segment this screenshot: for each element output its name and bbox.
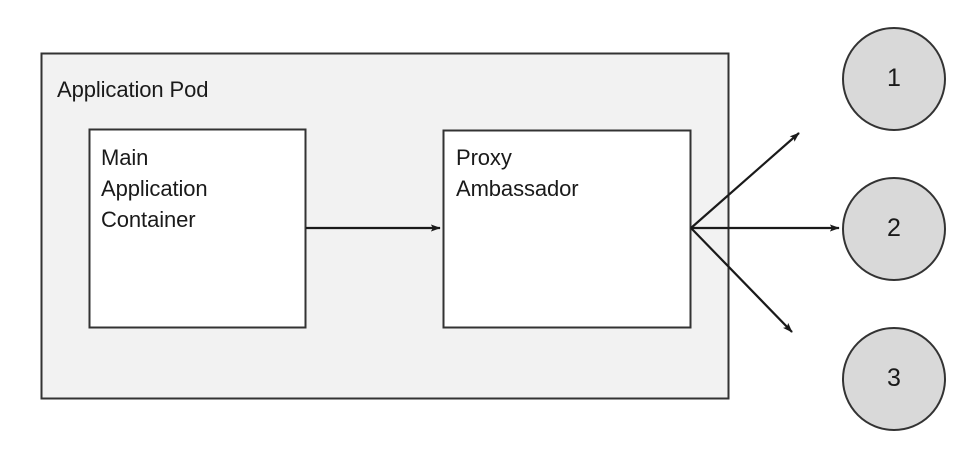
proxy-ambassador-box xyxy=(442,129,692,329)
connector-proxy-to-service-1 xyxy=(690,132,800,229)
external-service-1-circle xyxy=(842,27,946,131)
external-service-1-label: 1 xyxy=(887,64,901,92)
external-service-3-circle xyxy=(842,327,946,431)
external-service-2-circle xyxy=(842,177,946,281)
proxy-ambassador-label: Proxy Ambassador xyxy=(456,145,579,201)
connector-proxy-to-service-3 xyxy=(690,227,793,333)
application-pod-title: Application Pod xyxy=(57,77,209,102)
main-application-container-box xyxy=(88,128,307,329)
external-service-3-label: 3 xyxy=(887,364,901,392)
main-application-container-label: Main Application Container xyxy=(101,145,208,232)
external-service-2-label: 2 xyxy=(887,214,901,242)
